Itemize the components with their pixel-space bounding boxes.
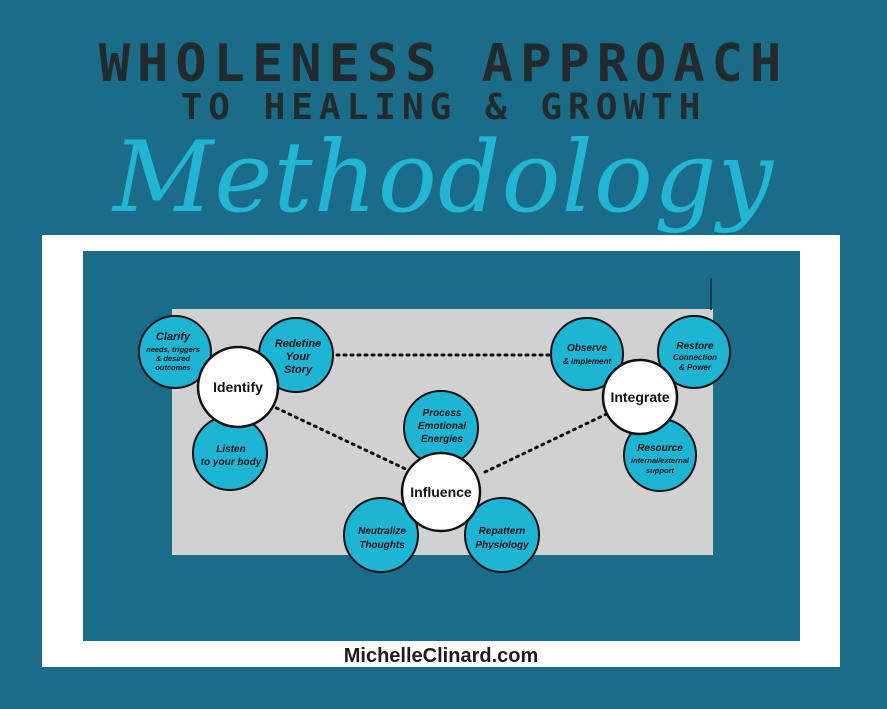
- process-line-2: Emotional: [418, 421, 467, 432]
- process-line-1: Process: [423, 408, 462, 419]
- redefine-line-2: Your: [286, 351, 311, 363]
- clarify-title: Clarify: [156, 331, 191, 343]
- connector-identify-influence: [268, 403, 414, 474]
- connector-influence-integrate: [483, 408, 617, 474]
- footer-website-link[interactable]: MichelleClinard.com: [343, 645, 539, 667]
- observe-line-2: & Implement: [563, 357, 611, 366]
- satellite-clarify: Clarify needs, triggers & desired outcom…: [138, 315, 212, 389]
- title-wholeness-approach: WHOLENESS APPROACH: [98, 34, 789, 94]
- resource-title: Resource: [637, 443, 683, 454]
- satellite-process-emotional-energies: Process Emotional Energies: [403, 390, 479, 466]
- satellite-restore-connection-power: Restore Connection & Power: [657, 315, 731, 389]
- resource-line-3: support: [646, 466, 674, 475]
- clarify-line-2: needs, triggers: [146, 345, 200, 354]
- satellite-repattern-physiology: Repattern Physiology: [464, 497, 540, 573]
- hub-influence: Influence: [400, 451, 482, 533]
- clarify-line-3: & desired: [156, 354, 191, 363]
- resource-line-2: internal/external: [631, 456, 690, 465]
- satellite-observe-implement: Observe & Implement: [550, 317, 624, 391]
- identify-label: Identify: [213, 379, 263, 395]
- integrate-label: Integrate: [610, 389, 669, 405]
- redefine-line-3: Story: [284, 364, 313, 376]
- restore-line-3: & Power: [679, 363, 712, 372]
- restore-line-2: Connection: [673, 353, 717, 362]
- listen-line-1: Listen: [216, 444, 245, 455]
- influence-label: Influence: [410, 484, 472, 500]
- subtitle-healing-growth: TO HEALING & GROWTH: [180, 87, 707, 128]
- repattern-line-2: Physiology: [475, 540, 529, 551]
- redefine-line-1: Redefine: [275, 338, 321, 350]
- listen-line-2: to your body: [201, 457, 262, 468]
- neutralize-line-1: Neutralize: [358, 526, 406, 537]
- observe-title: Observe: [567, 343, 607, 354]
- satellite-redefine-your-story: Redefine Your Story: [258, 317, 334, 393]
- hub-integrate: Integrate: [601, 358, 679, 436]
- process-line-3: Energies: [421, 434, 464, 445]
- panel-edge-line: [710, 278, 712, 310]
- satellite-neutralize-thoughts: Neutralize Thoughts: [343, 497, 419, 573]
- script-title-methodology: Methodology: [112, 121, 774, 235]
- hub-identify: Identify: [196, 345, 280, 429]
- restore-title: Restore: [676, 341, 714, 352]
- repattern-line-1: Repattern: [479, 526, 526, 537]
- neutralize-line-2: Thoughts: [359, 540, 405, 551]
- clarify-line-4: outcomes: [155, 363, 190, 372]
